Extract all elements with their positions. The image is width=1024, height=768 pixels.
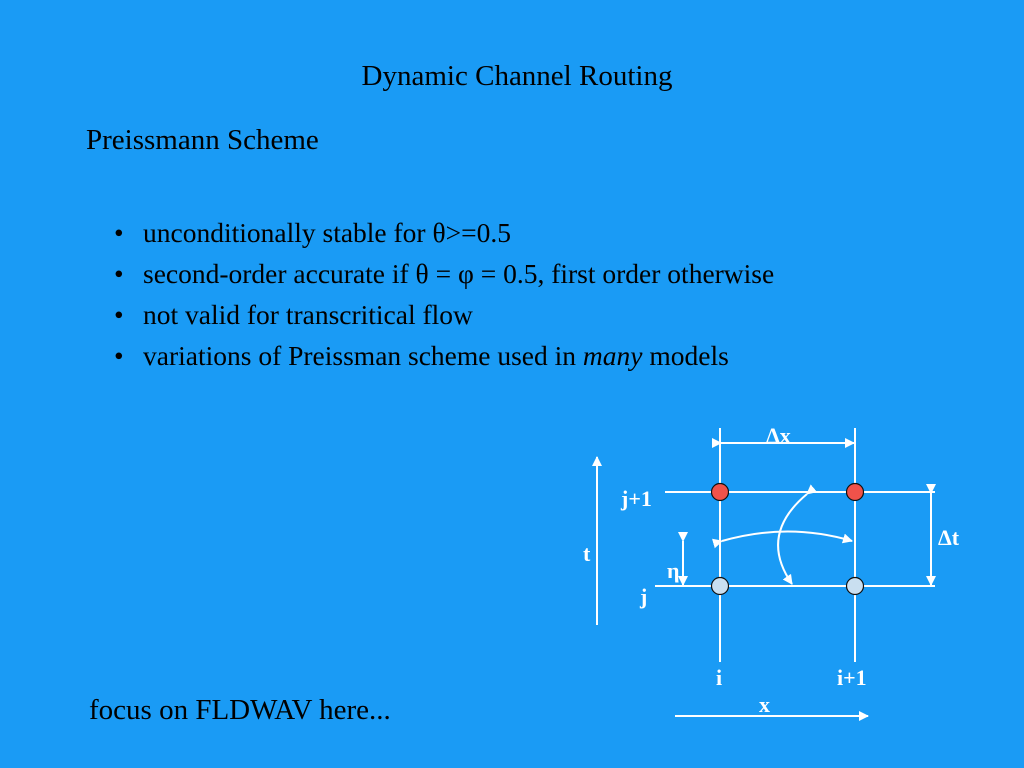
row-label-j: j [639, 584, 647, 609]
dx-label: Δx [766, 423, 791, 448]
node-i-j [710, 576, 730, 596]
bullet-text: unconditionally stable for θ>=0.5 [143, 217, 512, 248]
node-i1-j1 [845, 482, 865, 502]
page-title: Dynamic Channel Routing [361, 60, 673, 92]
dt-label: Δt [938, 525, 960, 550]
bullet-text: second-order accurate if θ = φ = 0.5, fi… [143, 258, 775, 289]
bullet-text-before: variations of Preissman scheme used in [143, 340, 583, 371]
bullet-item: variations of Preissman scheme used in m… [112, 335, 774, 376]
bullet-item: second-order accurate if θ = φ = 0.5, fi… [112, 253, 774, 294]
eta-label: η [667, 558, 680, 583]
weighting-arrow-vertical [777, 484, 818, 585]
weighting-arrow-horizontal [711, 530, 853, 549]
bullet-list: unconditionally stable for θ>=0.5 second… [112, 212, 774, 376]
bullet-emphasis: many [582, 340, 643, 371]
row-label-j1: j+1 [620, 486, 652, 511]
t-axis-label: t [583, 541, 591, 566]
bullet-text: not valid for transcritical flow [143, 299, 473, 330]
subtitle: Preissmann Scheme [86, 124, 319, 156]
node-i1-j [845, 576, 865, 596]
col-label-i: i [716, 665, 722, 690]
bullet-item: not valid for transcritical flow [112, 294, 774, 335]
bullet-text-after: models [642, 340, 729, 371]
bullet-item: unconditionally stable for θ>=0.5 [112, 212, 774, 253]
footer-note: focus on FLDWAV here... [89, 694, 391, 726]
x-axis-label: x [759, 692, 770, 717]
col-label-i1: i+1 [837, 665, 867, 690]
node-i-j1 [710, 482, 730, 502]
